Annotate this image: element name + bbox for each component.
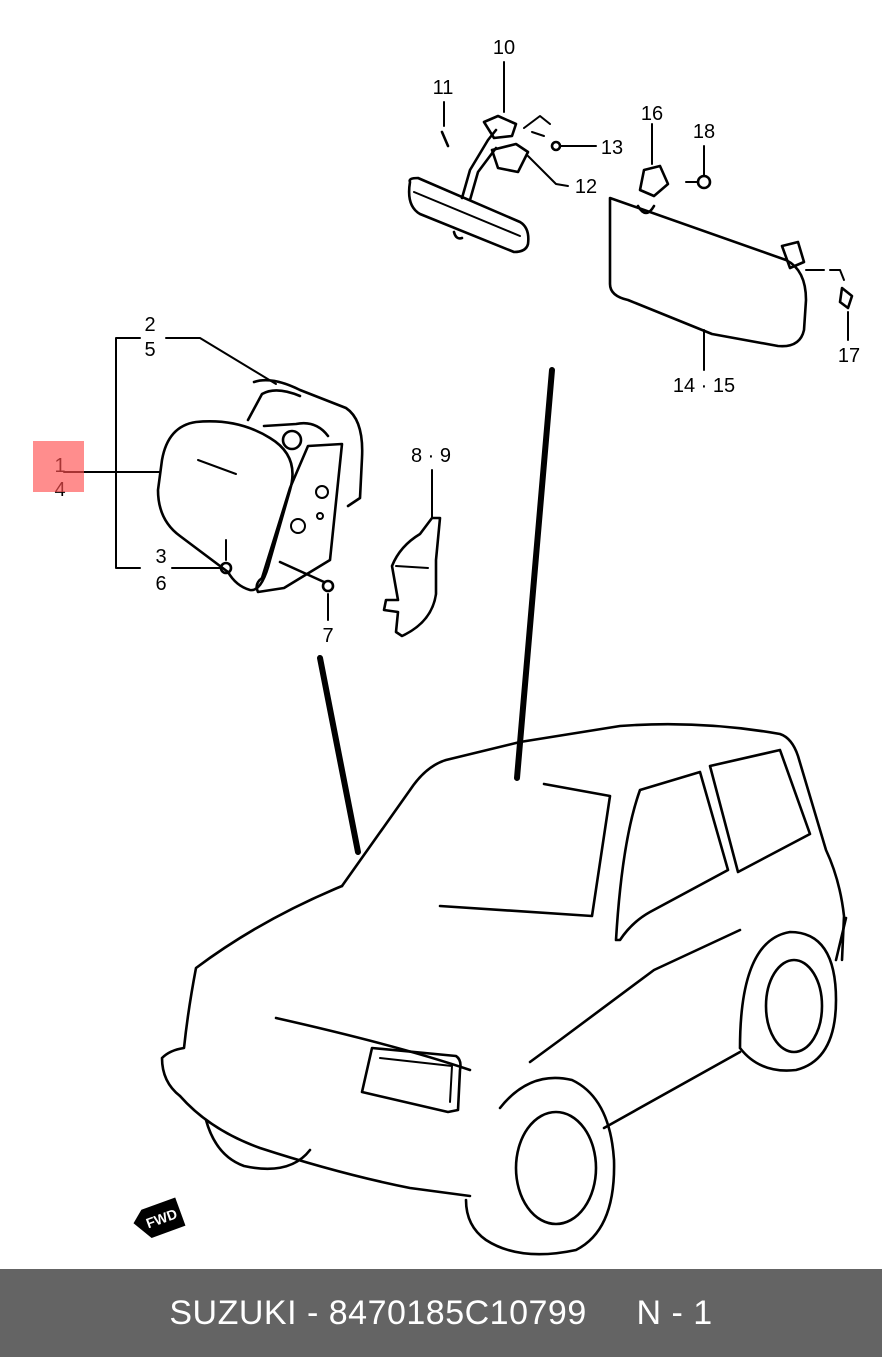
callout-18: 18 bbox=[693, 121, 715, 143]
callout-17: 17 bbox=[838, 345, 860, 367]
callout-2: 2 bbox=[144, 314, 155, 336]
diagram-code: N - 1 bbox=[636, 1294, 713, 1332]
callout-3: 3 bbox=[155, 546, 166, 568]
footer-caption: SUZUKI - 8470185C10799 N - 1 bbox=[0, 1269, 882, 1357]
vehicle-outline bbox=[160, 722, 848, 1256]
callout-8-9: 8 · 9 bbox=[411, 445, 451, 467]
callout-13: 13 bbox=[601, 137, 623, 159]
callout-14-15: 14 · 15 bbox=[673, 375, 735, 397]
leader-line-mirror bbox=[317, 655, 361, 855]
leader-line-interior bbox=[514, 367, 555, 781]
callout-11: 11 bbox=[433, 77, 454, 99]
part-number: 8470185C10799 bbox=[328, 1294, 587, 1332]
callout-6: 6 bbox=[155, 573, 166, 595]
callout-5: 5 bbox=[144, 339, 155, 361]
callout-10: 10 bbox=[493, 37, 515, 59]
footer-bar: SUZUKI - 8470185C10799 N - 1 bbox=[0, 1269, 882, 1357]
callout-labels: 10 11 12 13 16 18 17 14 · 15 2 5 1 4 3 6… bbox=[54, 37, 860, 647]
part-highlight-marker bbox=[33, 441, 84, 492]
callout-7: 7 bbox=[322, 625, 333, 647]
sun-visor-assembly bbox=[608, 123, 854, 371]
brand-name: SUZUKI bbox=[169, 1294, 298, 1332]
outside-mirror-assembly bbox=[63, 337, 442, 638]
parts-diagram: FWD 10 11 12 13 16 18 17 14 · 15 2 5 1 4… bbox=[54, 37, 860, 1256]
footer-separator: - bbox=[306, 1294, 319, 1332]
callout-16: 16 bbox=[641, 103, 663, 125]
callout-12: 12 bbox=[575, 176, 597, 198]
rearview-mirror-assembly bbox=[407, 61, 597, 254]
fwd-direction-badge: FWD bbox=[133, 1197, 186, 1238]
